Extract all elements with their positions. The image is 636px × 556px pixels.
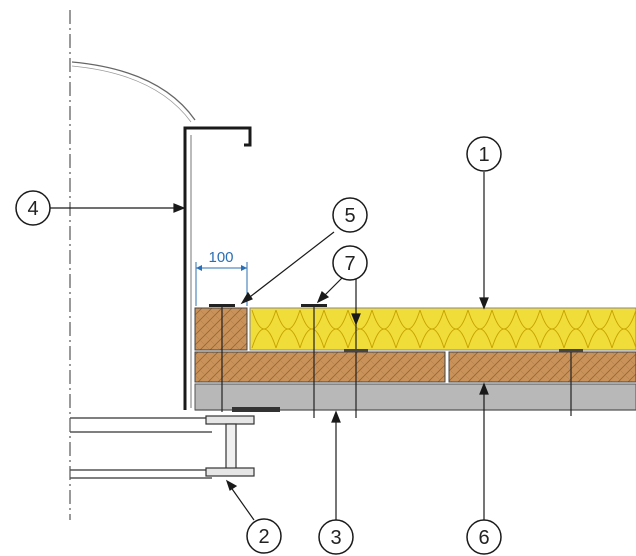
- edge-wood-block: [194, 307, 248, 351]
- steel-beam: [205, 415, 255, 477]
- callout-4: 4: [15, 190, 51, 226]
- dimension-label: 100: [208, 249, 233, 266]
- swing-arc: [71, 61, 196, 121]
- callout-5: 5: [332, 197, 368, 233]
- callout-7: 7: [332, 245, 368, 281]
- screw-head-1: [209, 304, 235, 307]
- callout-1-label: 1: [478, 144, 489, 166]
- callout-2: 2: [246, 518, 282, 554]
- lower-board-left: [194, 351, 446, 383]
- callout-2-label: 2: [258, 526, 269, 548]
- parapet-flashing: [183, 126, 252, 410]
- leader-lines: [50, 172, 489, 522]
- callout-3: 3: [318, 519, 354, 555]
- dimension-100: 100: [195, 249, 248, 306]
- callout-1: 1: [466, 136, 502, 172]
- callout-6: 6: [466, 519, 502, 555]
- screw-plate-4: [559, 349, 583, 352]
- lower-board-right: [448, 351, 636, 383]
- callout-7-label: 7: [344, 253, 355, 275]
- insulation-layer: [249, 307, 636, 351]
- callout-3-label: 3: [330, 527, 341, 549]
- callout-4-label: 4: [27, 198, 38, 220]
- callout-5-label: 5: [344, 205, 355, 227]
- screw-plate-3: [344, 349, 368, 352]
- steel-deck: [194, 383, 636, 411]
- swing-arc-inner: [71, 65, 192, 123]
- callout-6-label: 6: [478, 527, 489, 549]
- deck-fixing-plate: [232, 407, 280, 412]
- screw-head-2: [301, 304, 327, 307]
